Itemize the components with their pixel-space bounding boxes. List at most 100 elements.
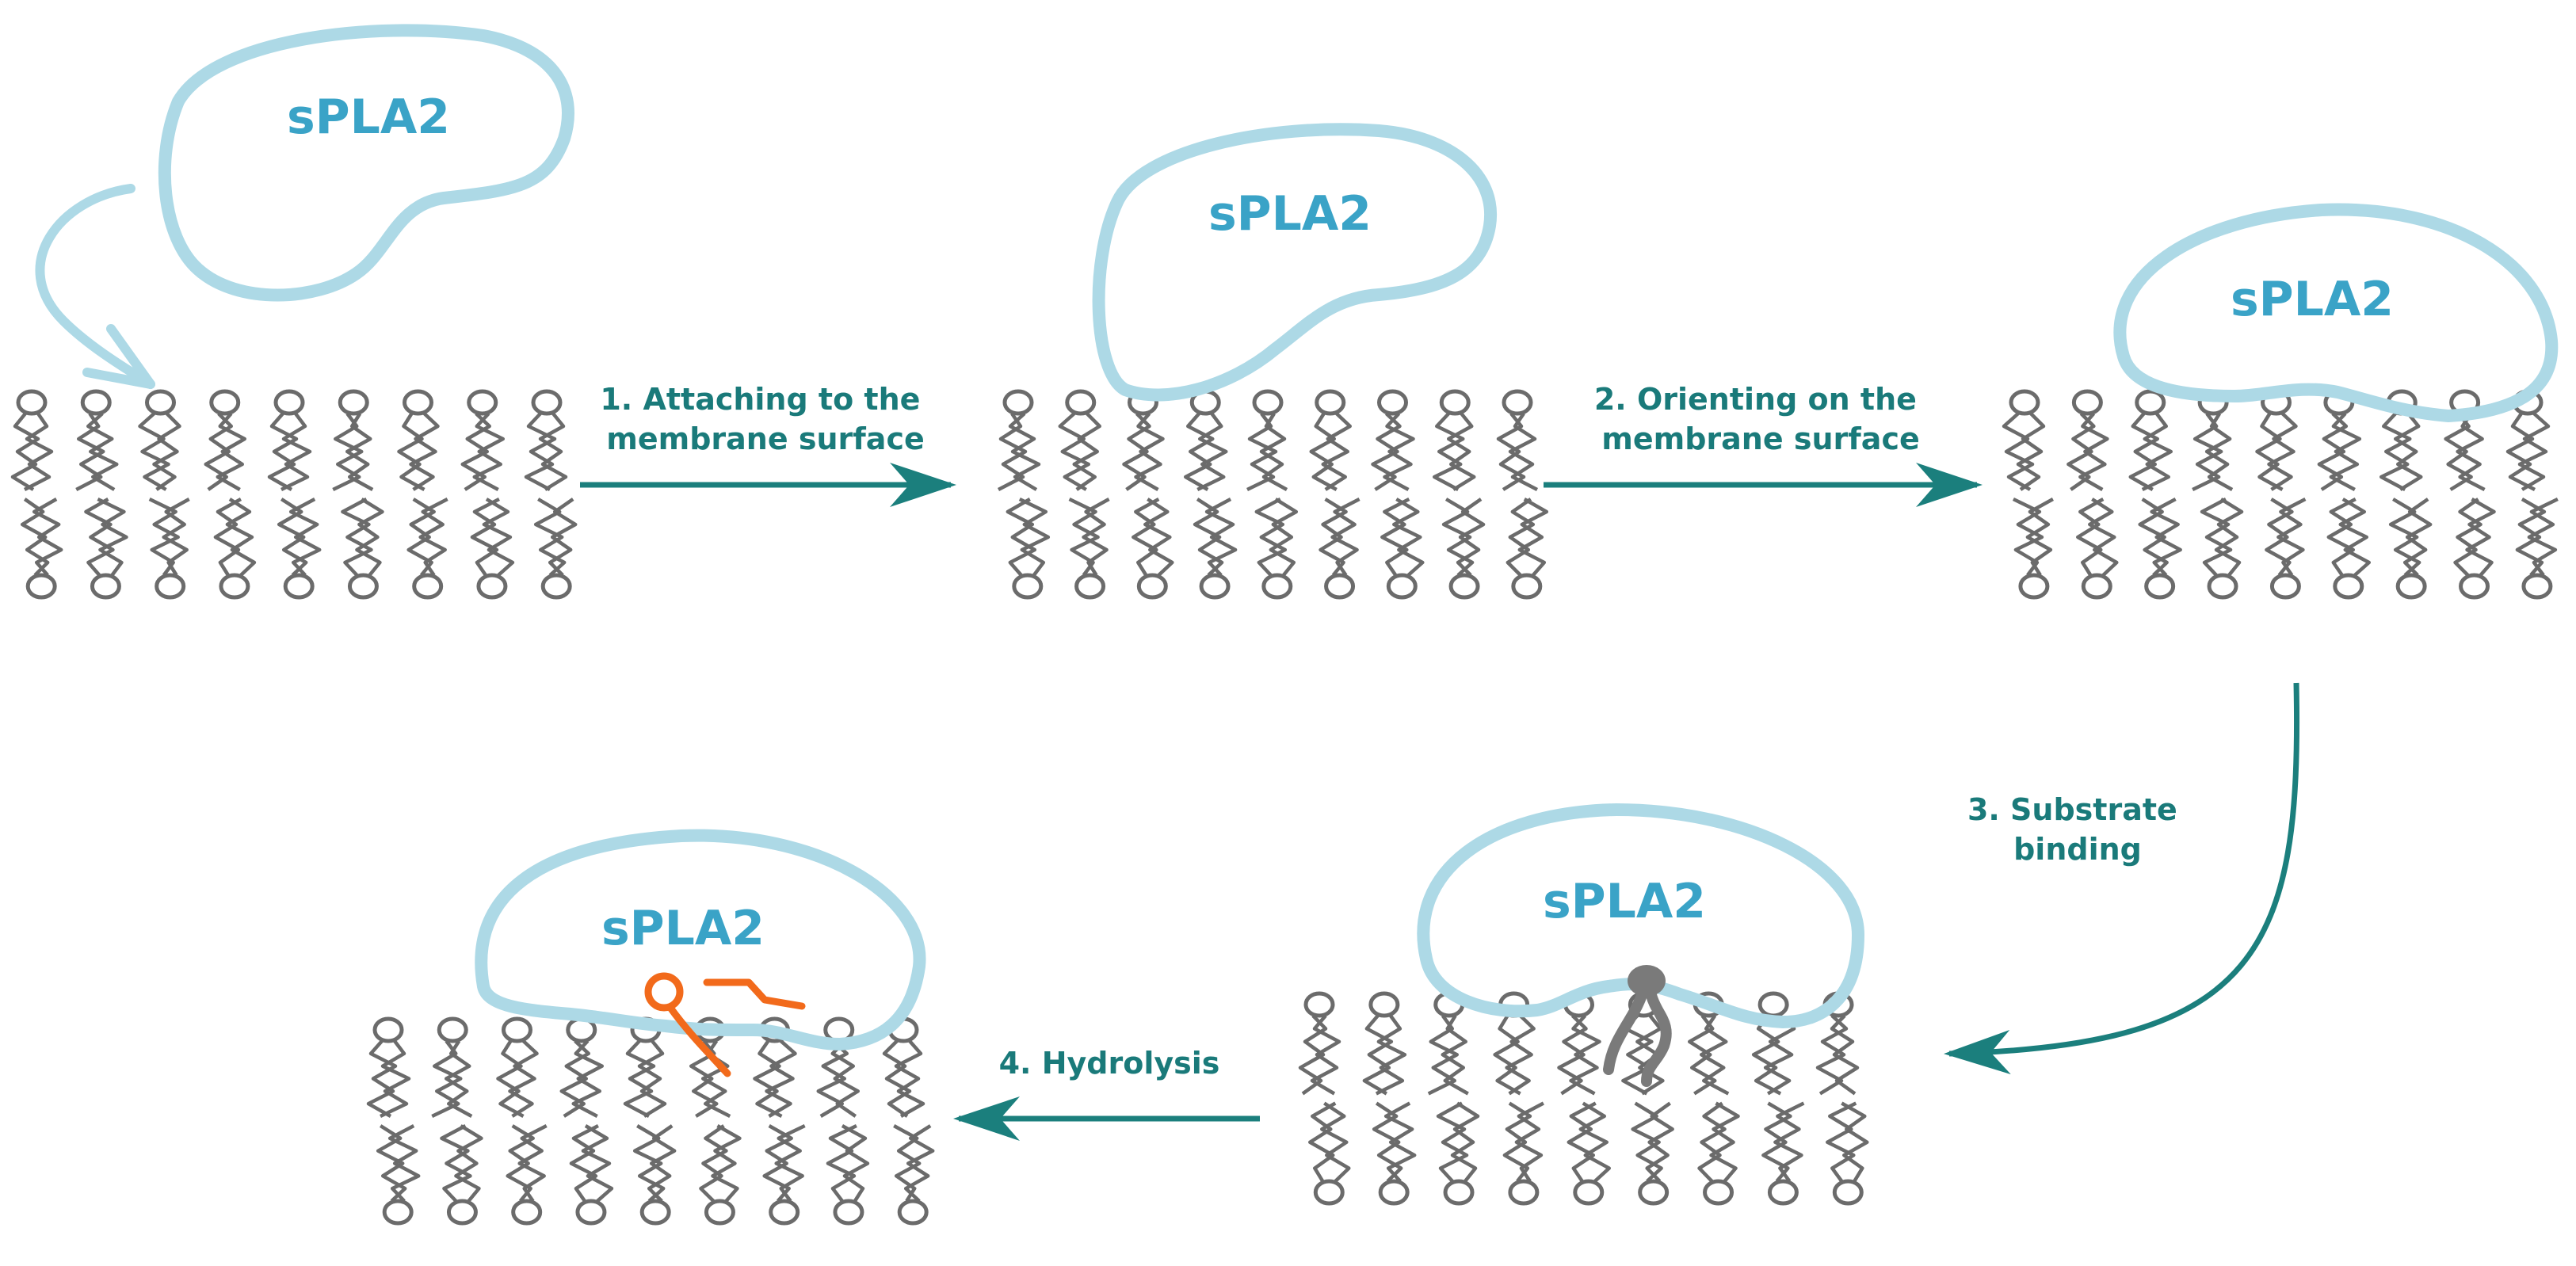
lipid-head-icon: [1378, 1179, 1410, 1206]
lipid-tail: [2204, 412, 2234, 491]
lipid-tail: [1688, 1014, 1717, 1096]
lipid-head-icon: [25, 573, 57, 600]
lipid-tail: [20, 498, 50, 577]
lipid-head-icon: [575, 1199, 607, 1226]
lipid-tail: [1132, 498, 1160, 577]
enzyme-substrate-bound: sPLA2: [1417, 803, 1864, 1087]
lipid-tail: [376, 1124, 407, 1203]
lipid-tail: [2326, 498, 2357, 577]
lipid-tail: [2444, 412, 2473, 491]
lipid-tail: [1578, 1101, 1612, 1183]
lipid-tail: [1380, 498, 1410, 577]
lipid-tail: [1310, 1014, 1341, 1096]
step-3-label: 3. Substrate binding: [1967, 792, 2188, 867]
lipid-tail: [830, 1039, 860, 1118]
lipid-tail: [2002, 412, 2035, 491]
lipid-tail: [1254, 498, 1288, 577]
lipid-tail: [1204, 498, 1238, 577]
lipid-tail: [482, 498, 515, 577]
lipid-tail: [332, 412, 364, 492]
lipid-tail: [1631, 1101, 1663, 1183]
lipid-tail: [2456, 412, 2486, 491]
lipid-tail: [1392, 498, 1425, 577]
lipid-tail: [2505, 412, 2536, 491]
lipid-tail: [1122, 412, 1151, 491]
membrane-bilayer-4: [1298, 991, 1869, 1206]
lipid-tail: [1371, 412, 1402, 491]
lipid-head-icon: [1386, 573, 1418, 600]
step-1-label: 1. Attaching to the membrane surface: [600, 382, 930, 456]
lipid-head-icon: [2081, 573, 2112, 600]
lipid-tail: [548, 498, 578, 577]
lipid-tail: [380, 1039, 411, 1119]
lipid-head-icon: [90, 573, 121, 600]
lipid-tail: [1309, 412, 1338, 491]
lipid-head-icon: [1074, 573, 1106, 600]
enzyme-attached: sPLA2: [1092, 123, 1498, 402]
lipid-head-icon: [1502, 389, 1533, 416]
lipid-tail: [1569, 1014, 1601, 1096]
lipid-tail: [1567, 1101, 1597, 1183]
lipid-head-icon: [219, 573, 250, 600]
lipid-head-icon: [511, 1199, 543, 1226]
lipid-head-icon: [2521, 573, 2553, 600]
lipid-tail: [753, 1039, 783, 1119]
lipid-head-icon: [437, 1016, 468, 1043]
lipid-tail: [470, 498, 500, 577]
lipid-tail: [1450, 1101, 1480, 1183]
enzyme-label-1: sPLA2: [287, 90, 450, 145]
lipid-tail: [2078, 412, 2109, 491]
lipid-head-icon: [2144, 573, 2176, 600]
lipid-tail: [903, 1124, 935, 1203]
lipid-tail: [472, 412, 505, 491]
lipid-tail: [1372, 1101, 1403, 1183]
lipid-tail: [75, 412, 105, 491]
lipid-tail: [2076, 498, 2105, 577]
lipid-tail: [1826, 1101, 1857, 1183]
lipid-head-icon: [403, 389, 433, 416]
lipid-tail: [23, 412, 54, 491]
lipid-tail: [1321, 412, 1352, 491]
lipid-tail: [1493, 1014, 1521, 1096]
lipid-head-icon: [502, 1016, 532, 1043]
lipid-tail: [1008, 412, 1041, 491]
lipid-tail: [216, 412, 246, 491]
lipid-tail: [1134, 412, 1165, 491]
lipid-tail: [1751, 1014, 1782, 1096]
lipid-tail: [2265, 498, 2294, 577]
lipid-tail: [1427, 1014, 1459, 1096]
lipid-head-icon: [1324, 573, 1356, 600]
enzyme-label-4: sPLA2: [1543, 874, 1706, 929]
lipid-tail: [152, 412, 181, 491]
lipid-tail: [496, 1039, 525, 1118]
lipid-tail: [1018, 497, 1051, 577]
lipid-tail: [10, 412, 40, 491]
lipid-head-icon: [897, 1199, 929, 1226]
hydrolysis-products-icon: [644, 972, 806, 1077]
lipid-tail: [762, 1124, 793, 1203]
lipid-tail: [409, 412, 440, 491]
lipid-head-icon: [145, 389, 176, 416]
lipid-tail: [1436, 1101, 1469, 1183]
lipid-tail: [524, 412, 557, 491]
lipid-tail: [1320, 1101, 1351, 1183]
lipid-tail: [2267, 412, 2298, 491]
lipid-head-icon: [2459, 573, 2490, 600]
lipid-tail: [97, 497, 128, 577]
lipid-tail: [1362, 1014, 1394, 1096]
lipid-tail: [1763, 1014, 1796, 1096]
lipid-tail: [1383, 1101, 1417, 1183]
lipid-tail: [1700, 1014, 1730, 1096]
membrane-bilayer-1: [10, 389, 578, 600]
lipid-head-icon: [1368, 991, 1400, 1018]
lipid-head-icon: [833, 1199, 864, 1226]
lipid-tail: [2379, 412, 2412, 491]
lipid-head-icon: [80, 389, 112, 416]
step-4-label: 4. Hydrolysis: [999, 1046, 1220, 1081]
lipid-tail: [280, 412, 312, 492]
lipid-tail: [2025, 498, 2054, 577]
lipid-tail: [431, 1039, 463, 1119]
lipid-tail: [355, 498, 384, 577]
lipid-tail: [148, 497, 180, 577]
